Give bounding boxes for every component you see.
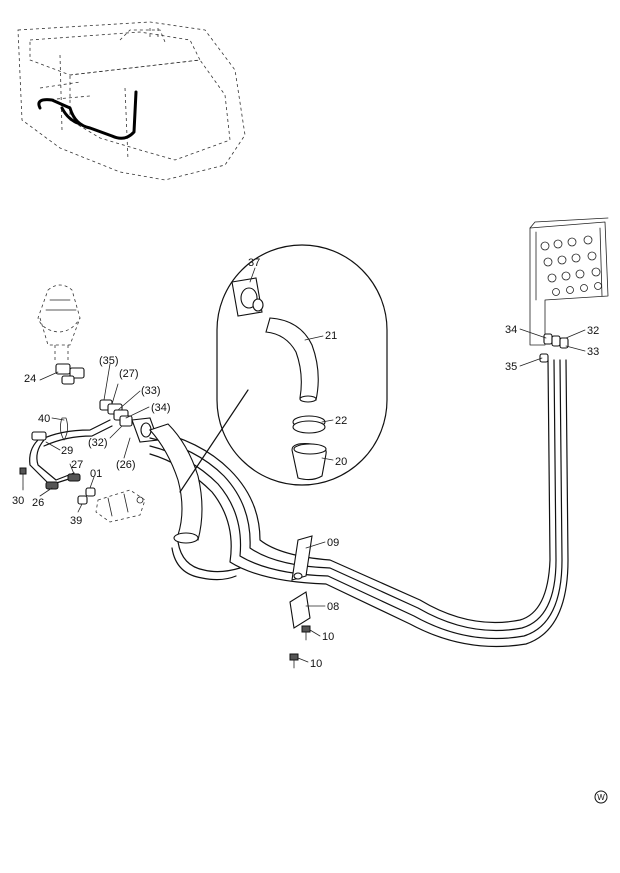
label-26: 26 — [32, 497, 44, 509]
label-08: 08 — [327, 601, 339, 613]
pilot-valve — [37, 284, 81, 362]
bolt-10a — [301, 625, 311, 641]
bolt-10b — [289, 653, 299, 669]
label-34-ref: (34) — [151, 402, 171, 414]
watermark-badge: W — [594, 790, 608, 804]
label-32-ref: (32) — [88, 437, 108, 449]
grommet-block — [131, 417, 159, 443]
fitting-cluster — [55, 363, 133, 427]
left-hoses — [29, 417, 113, 490]
label-35: 35 — [505, 361, 517, 373]
label-39: 39 — [70, 515, 82, 527]
right-fittings — [539, 333, 569, 363]
elbow-pipe — [149, 423, 203, 544]
hose-bundle — [149, 359, 569, 648]
label-20: 20 — [335, 456, 347, 468]
label-01: 01 — [90, 468, 102, 480]
label-24: 24 — [24, 373, 36, 385]
bolt-30 — [19, 467, 27, 489]
clamp-09 — [291, 535, 313, 581]
label-10-lower: 10 — [310, 658, 322, 670]
watermark-letter: W — [597, 793, 605, 802]
label-32: 32 — [587, 325, 599, 337]
label-33: 33 — [587, 346, 599, 358]
adapters-manifold — [77, 487, 146, 523]
label-40: 40 — [38, 413, 50, 425]
label-22: 22 — [335, 415, 347, 427]
label-26-ref: (26) — [116, 459, 136, 471]
label-27: 27 — [71, 459, 83, 471]
label-30: 30 — [12, 495, 24, 507]
control-valve — [529, 217, 609, 346]
leader-lines — [22, 267, 586, 663]
label-29: 29 — [61, 445, 73, 457]
label-10-upper: 10 — [322, 631, 334, 643]
machine-overview — [17, 21, 246, 181]
label-34: 34 — [505, 324, 517, 336]
plate-08 — [289, 591, 311, 629]
part-labels: 37 21 22 20 34 32 33 35 (35) (27) 24 (33… — [12, 257, 599, 670]
detail-view — [179, 244, 388, 493]
label-37: 37 — [248, 257, 260, 269]
label-35-ref: (35) — [99, 355, 119, 367]
label-33-ref: (33) — [141, 385, 161, 397]
label-21: 21 — [325, 330, 337, 342]
label-27-ref: (27) — [119, 368, 139, 380]
label-09: 09 — [327, 537, 339, 549]
